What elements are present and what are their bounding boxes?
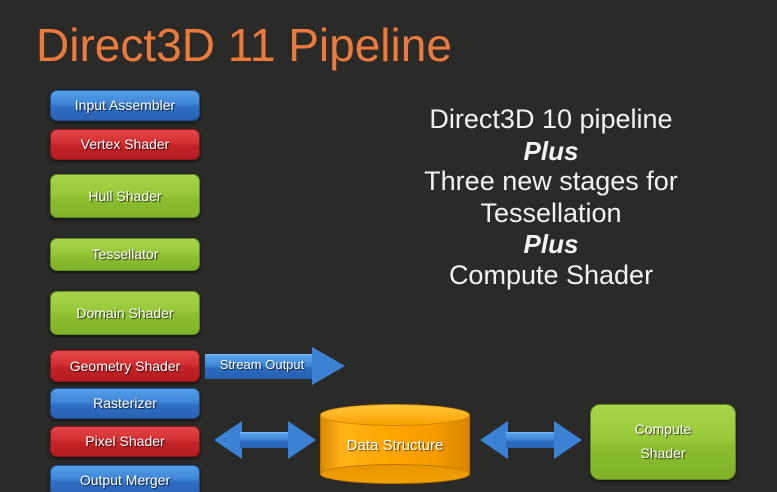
cylinder-top xyxy=(320,404,470,426)
arrow-head-left-icon xyxy=(480,421,508,459)
stage-input-assembler[interactable]: Input Assembler xyxy=(50,90,200,121)
data-structure-cylinder[interactable]: Data Structure xyxy=(320,404,470,484)
compute-shader-label-line2: Shader xyxy=(640,445,686,461)
stage-domain-shader[interactable]: Domain Shader xyxy=(50,291,200,335)
stream-output-arrow[interactable]: Stream Output xyxy=(205,347,345,386)
summary-line-1: Direct3D 10 pipeline xyxy=(429,104,673,134)
stage-hull-shader[interactable]: Hull Shader xyxy=(50,174,200,218)
compute-shader-label-line1: Compute xyxy=(634,421,692,438)
summary-line-3: Three new stages for Tessellation xyxy=(424,165,678,228)
stage-geometry-shader[interactable]: Geometry Shader xyxy=(50,350,200,382)
arrow-head-right-icon xyxy=(554,421,582,459)
stage-label: Geometry Shader xyxy=(69,357,181,374)
page-title: Direct3D 11 Pipeline xyxy=(36,19,452,71)
data-structure-label: Data Structure xyxy=(346,437,444,454)
stage-label: Input Assembler xyxy=(74,97,176,114)
summary-text-block: Direct3D 10 pipeline Plus Three new stag… xyxy=(356,104,746,291)
summary-line-4: Plus xyxy=(523,229,579,260)
stage-output-merger[interactable]: Output Merger xyxy=(50,465,200,492)
bidirectional-arrow-left-icon[interactable] xyxy=(214,421,316,459)
stage-vertex-shader[interactable]: Vertex Shader xyxy=(50,129,200,160)
arrow-shaft xyxy=(240,432,290,448)
summary-line-2: Plus xyxy=(523,135,579,166)
stage-rasterizer[interactable]: Rasterizer xyxy=(50,388,200,419)
cylinder-bottom xyxy=(320,464,470,484)
stage-label: Rasterizer xyxy=(93,395,157,412)
stage-label: Tessellator xyxy=(91,246,159,263)
summary-line-5: Compute Shader xyxy=(448,259,654,290)
stream-output-label: Stream Output xyxy=(219,357,305,372)
bidirectional-arrow-right-icon[interactable] xyxy=(480,421,582,459)
stage-label: Output Merger xyxy=(79,472,171,489)
stage-label: Pixel Shader xyxy=(85,433,165,450)
stage-label: Vertex Shader xyxy=(80,136,170,153)
arrow-shaft xyxy=(506,432,556,448)
arrow-head-left-icon xyxy=(214,421,242,459)
compute-shader-block[interactable]: Compute Shader xyxy=(590,404,736,480)
arrow-body xyxy=(205,354,313,379)
stage-label: Domain Shader xyxy=(76,304,174,321)
arrow-head-right-icon xyxy=(288,421,316,459)
arrow-head-right-icon xyxy=(312,347,345,385)
stage-tessellator[interactable]: Tessellator xyxy=(50,238,200,271)
stage-label: Hull Shader xyxy=(88,187,162,204)
stage-pixel-shader[interactable]: Pixel Shader xyxy=(50,426,200,457)
